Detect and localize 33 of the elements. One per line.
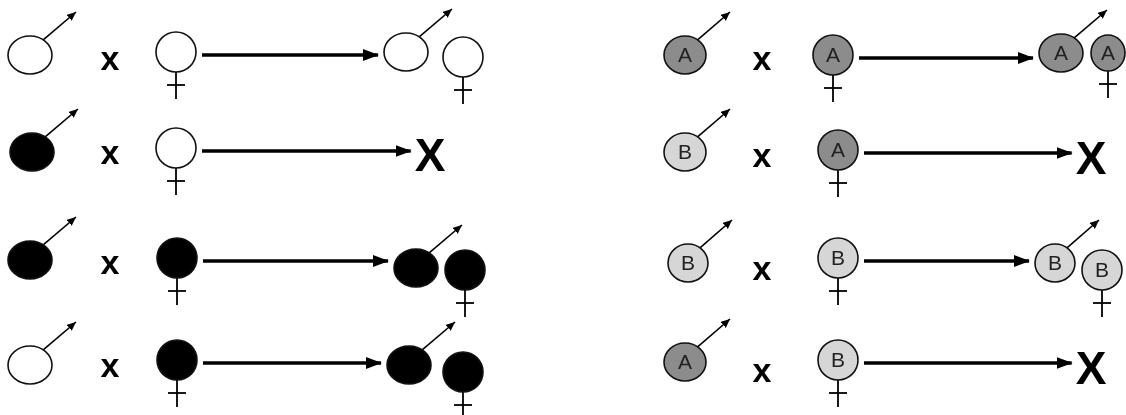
arrow [203,357,382,369]
cross-sign: x [100,140,120,164]
male-symbol [6,10,78,76]
male-symbol [8,107,80,173]
female-symbol [154,30,198,100]
cross-sign: x [752,358,772,382]
arrow [859,52,1034,64]
no-offspring-mark: X [1075,141,1107,175]
male-symbol [385,320,457,386]
male-symbol [392,223,464,289]
cross-sign: x [752,143,772,167]
cross-sign: x [100,46,120,70]
female-symbol [441,35,485,105]
arrow [864,255,1030,267]
no-offspring-mark: X [414,138,446,172]
arrow [864,357,1073,369]
arrow [203,255,389,267]
male-symbol [382,7,454,73]
arrow [864,147,1073,159]
female-symbol [441,350,485,415]
cross-sign: x [100,353,120,377]
arrow [202,145,412,157]
arrow [202,49,379,61]
male-symbol [6,320,78,386]
female-symbol [155,338,199,408]
no-offspring-mark: X [1075,351,1107,385]
female-symbol [155,236,199,306]
female-symbol [154,126,198,196]
male-symbol [6,215,78,281]
cross-sign: x [752,46,772,70]
cross-sign: x [100,250,120,274]
female-symbol [443,248,487,318]
cross-sign: x [752,256,772,280]
